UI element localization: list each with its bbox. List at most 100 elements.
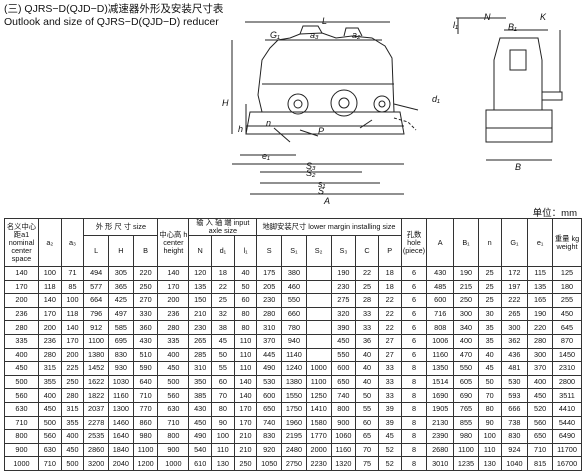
table-cell: 380 (281, 266, 307, 281)
table-cell: 71 (60, 266, 85, 281)
table-cell: 40 (477, 347, 502, 363)
table-cell: 140 (4, 266, 39, 281)
table-cell: 900 (4, 442, 39, 458)
dim-label-a2: a₂ (352, 30, 361, 40)
table-cell: 170 (233, 401, 258, 417)
table-cell: 520 (527, 401, 553, 417)
table-cell: 2130 (426, 415, 455, 431)
table-cell: 3010 (426, 456, 455, 471)
table-cell: 305 (108, 266, 134, 281)
table-cell: 115 (527, 266, 553, 281)
table-cell: 560 (527, 415, 553, 431)
table-cell: 1100 (305, 374, 332, 390)
dim-label-s1: s₁ (318, 179, 326, 189)
table-cell (305, 333, 332, 349)
header-G1: G₁ (500, 218, 529, 267)
table-cell: 27 (377, 347, 402, 363)
table-cell: 1140 (281, 347, 307, 363)
table-cell: 70 (211, 388, 235, 403)
table-cell: 912 (83, 320, 110, 335)
table-cell: 222 (500, 293, 529, 308)
dim-label-K: K (540, 12, 547, 22)
table-cell: 3511 (552, 388, 582, 403)
dim-label-B: B (515, 162, 522, 172)
side-input-shaft (542, 91, 563, 101)
table-cell: 400 (4, 347, 39, 363)
table-cell: 140 (157, 266, 190, 281)
table-cell: 485 (426, 279, 455, 295)
table-cell: 450 (330, 333, 357, 349)
housing-base (245, 111, 405, 135)
table-cell: 600 (256, 388, 283, 403)
table-cell: 215 (453, 279, 479, 295)
header-a3: a₃ (60, 218, 85, 267)
dim-label-A: A (324, 196, 331, 206)
table-cell: 80 (233, 306, 258, 322)
header-e1: e₁ (527, 218, 553, 267)
table-cell: 190 (330, 266, 357, 281)
table-cell: 236 (157, 306, 190, 322)
table-cell: 450 (4, 361, 39, 376)
table-cell: 2037 (83, 401, 110, 417)
table-cell: 500 (157, 374, 190, 390)
table-cell: 1640 (108, 429, 134, 444)
table-cell: 18 (377, 266, 402, 281)
dim-label-H: H (222, 98, 229, 108)
unit-label: 单位：mm (532, 208, 577, 219)
table-cell: 230 (188, 320, 213, 335)
table-cell: 100 (60, 293, 85, 308)
table-cell: 65 (355, 429, 379, 444)
dim-label-B1: B₁ (508, 22, 517, 32)
table-cell: 135 (527, 279, 553, 295)
table-cell: 1380 (83, 347, 110, 363)
table-cell: 605 (453, 374, 479, 390)
table-cell: 1822 (83, 388, 110, 403)
table-cell: 39 (377, 401, 402, 417)
table-cell: 560 (37, 429, 62, 444)
table-cell: 1514 (426, 374, 455, 390)
table-cell: 190 (527, 306, 553, 322)
header-l1: l₁ (233, 235, 258, 267)
table-cell: 980 (453, 429, 479, 444)
table-cell: 32 (211, 306, 235, 322)
table-cell: 25 (211, 293, 235, 308)
table-cell: 510 (132, 347, 159, 363)
table-cell: 830 (108, 347, 134, 363)
table-cell: 830 (256, 429, 283, 444)
table-cell: 80 (477, 401, 502, 417)
table-cell: 924 (500, 442, 529, 458)
table-cell: 50 (477, 374, 502, 390)
table-cell: 2480 (281, 442, 307, 458)
table-cell: 800 (4, 429, 39, 444)
table-cell: 400 (527, 374, 553, 390)
header-S2: S₂ (305, 235, 332, 267)
table-cell: 170 (60, 333, 85, 349)
table-cell: 450 (188, 415, 213, 431)
table-cell: 430 (426, 266, 455, 281)
table-cell: 1000 (4, 456, 39, 471)
table-cell (305, 320, 332, 335)
table-cell: 50 (211, 347, 235, 363)
dim-label-n: n (266, 118, 272, 128)
table-cell (305, 347, 332, 363)
table-cell: 400 (60, 429, 85, 444)
table-cell: 30 (477, 306, 502, 322)
table-cell: 1452 (83, 361, 110, 376)
table-cell: 650 (256, 401, 283, 417)
header-n: n (477, 218, 502, 267)
dim-label-h: h (238, 124, 244, 134)
table-cell: 275 (330, 293, 357, 308)
table-cell: 800 (330, 401, 357, 417)
table-cell: 140 (37, 293, 62, 308)
table-cell: 55 (355, 401, 379, 417)
table-cell: 645 (552, 320, 582, 335)
table-cell: 100 (477, 429, 502, 444)
table-cell: 110 (233, 361, 258, 376)
